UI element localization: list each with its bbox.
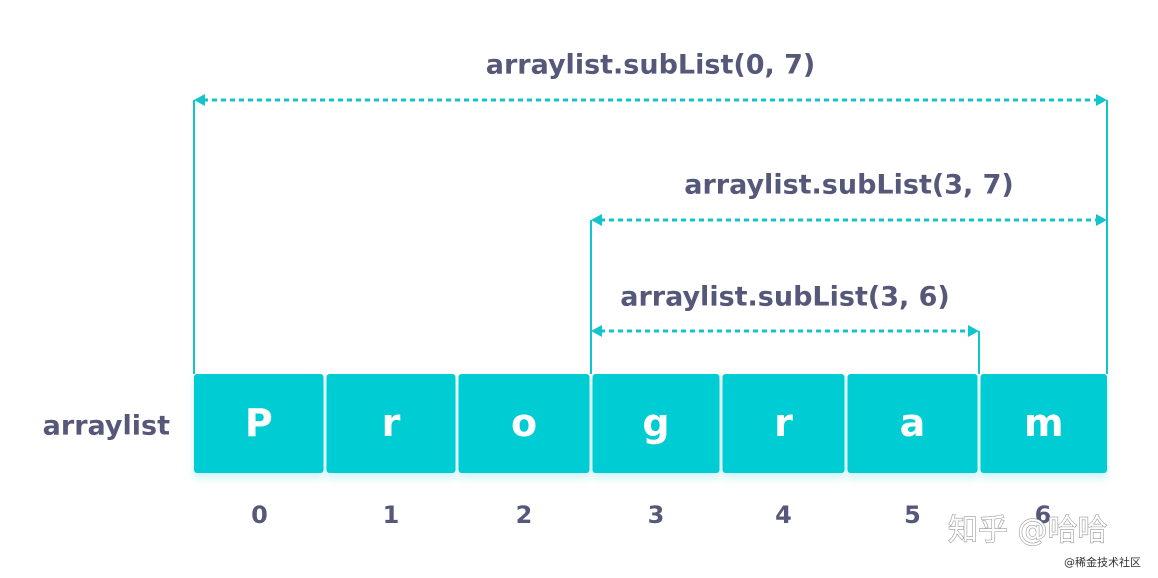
left-arrowhead-icon (194, 94, 205, 106)
array-cell-box (722, 374, 845, 473)
array-cell-char: r (774, 401, 793, 445)
watermark-text: 知乎 @哈哈 (948, 513, 1108, 548)
array-cell-char: m (1024, 401, 1064, 445)
array-cell-box (847, 374, 978, 473)
right-arrowhead-icon (968, 325, 979, 337)
array-cell-char: P (245, 401, 273, 445)
right-arrowhead-icon (1096, 214, 1107, 226)
index-label: 0 (251, 501, 268, 529)
sublist-ranges: arraylist.subList(0, 7) arraylist.subList… (193, 50, 1108, 374)
array-cell-box (326, 374, 456, 473)
range-label: arraylist.subList(3, 6) (620, 282, 950, 313)
array-cell: r (722, 374, 845, 473)
array-cell-box (980, 374, 1107, 473)
array-cell-char: a (900, 401, 926, 445)
array-name-label: arraylist (43, 411, 170, 442)
right-arrowhead-icon (1096, 94, 1107, 106)
index-label: 5 (904, 501, 921, 529)
array-cell: r (326, 374, 456, 473)
array-cell: P (194, 374, 324, 473)
index-label: 3 (648, 501, 665, 529)
array-cell: g (592, 374, 720, 473)
left-arrowhead-icon (591, 325, 602, 337)
range-label: arraylist.subList(0, 7) (486, 50, 816, 81)
array-cell-char: g (642, 401, 669, 445)
array-cell-box (194, 374, 324, 473)
array-cell: a (847, 374, 978, 473)
array-cell-box (592, 374, 720, 473)
watermark-subtext: @稀金技术社区 (1064, 555, 1141, 569)
index-label: 6 (1035, 501, 1052, 529)
array-cell-char: o (511, 401, 537, 445)
sublist-range: arraylist.subList(3, 6) (590, 282, 980, 374)
left-arrowhead-icon (591, 214, 602, 226)
index-labels: 0 1 2 3 4 5 6 (251, 501, 1051, 529)
index-label: 1 (383, 501, 400, 529)
index-label: 2 (516, 501, 533, 529)
array-cell-char: r (382, 401, 401, 445)
array-cell: m (980, 374, 1107, 473)
array-cell-box (458, 374, 590, 473)
sublist-range: arraylist.subList(0, 7) (193, 50, 1108, 374)
range-label: arraylist.subList(3, 7) (684, 170, 1014, 201)
index-label: 4 (775, 501, 792, 529)
sublist-range: arraylist.subList(3, 7) (590, 170, 1108, 374)
array-cell: o (458, 374, 590, 473)
